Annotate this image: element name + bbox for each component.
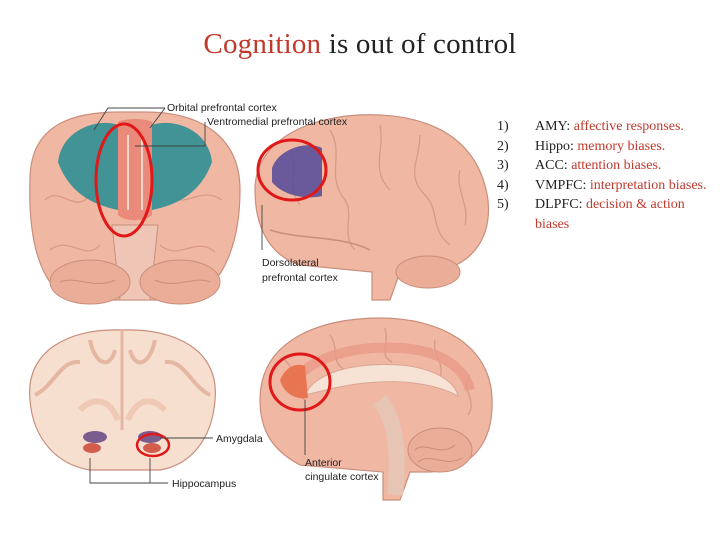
list-item-desc: affective responses. <box>570 119 684 134</box>
lateral-brain-view <box>254 114 490 301</box>
leader-lines <box>89 107 306 484</box>
label-ventromedial-prefrontal: Ventromedial prefrontal cortex <box>207 116 348 128</box>
list-item: 4) VMPFC: interpretation biases. <box>497 176 717 196</box>
list-item-desc: decision & action biases <box>535 197 685 232</box>
list-item-text: DLPFC: decision & action biases <box>535 195 717 234</box>
list-item-text: Hippo: memory biases. <box>535 137 717 157</box>
list-item: 2) Hippo: memory biases. <box>497 137 717 157</box>
list-item-number: 3) <box>497 158 509 173</box>
label-dorsolateral-line1: Dorsolateral <box>262 257 319 269</box>
list-item-term: Hippo: <box>535 138 574 154</box>
list-item: 5) DLPFC: decision & action biases <box>497 195 717 234</box>
label-hippocampus: Hippocampus <box>172 478 236 490</box>
list-item: 3) ACC: attention biases. <box>497 156 717 176</box>
list-item-number: 5) <box>497 197 509 212</box>
list-item-text: AMY: affective responses. <box>535 117 717 137</box>
list-item-term: ACC: <box>535 158 568 173</box>
list-item-text: ACC: attention biases. <box>535 156 717 176</box>
list-item-number: 4) <box>497 177 509 193</box>
label-amygdala: Amygdala <box>216 433 263 445</box>
acc-highlight-circle <box>268 352 332 412</box>
vmpfc-highlight-circle <box>94 122 154 238</box>
label-acc-line1: Anterior <box>305 457 342 469</box>
list-item-desc: attention biases. <box>567 158 662 173</box>
dlpfc-highlight-circle <box>256 138 328 202</box>
title-highlight: Cognition <box>203 28 322 60</box>
label-dorsolateral-line2: prefrontal cortex <box>262 272 339 284</box>
label-acc-line2: cingulate cortex <box>305 471 379 483</box>
list-item-text: VMPFC: interpretation biases. <box>535 176 717 196</box>
midsagittal-brain-view <box>259 317 493 501</box>
label-orbital-prefrontal: Orbital prefrontal cortex <box>167 102 277 114</box>
list-item-term: AMY: <box>535 119 571 134</box>
bias-list: 1) AMY: affective responses. 2) Hippo: m… <box>497 117 717 234</box>
list-item-desc: interpretation biases. <box>586 177 707 193</box>
slide-title: Cognition is out of control <box>0 28 720 61</box>
title-rest: is out of control <box>321 28 517 60</box>
list-item-desc: memory biases. <box>573 138 666 154</box>
ventral-brain-view <box>29 111 241 305</box>
amygdala-highlight-circle <box>135 432 171 458</box>
list-item-term: VMPFC: <box>535 177 587 193</box>
list-item-term: DLPFC: <box>535 197 583 212</box>
coronal-section-view <box>29 329 216 471</box>
list-item: 1) AMY: affective responses. <box>497 117 717 137</box>
list-item-number: 1) <box>497 119 509 134</box>
list-item-number: 2) <box>497 138 509 154</box>
